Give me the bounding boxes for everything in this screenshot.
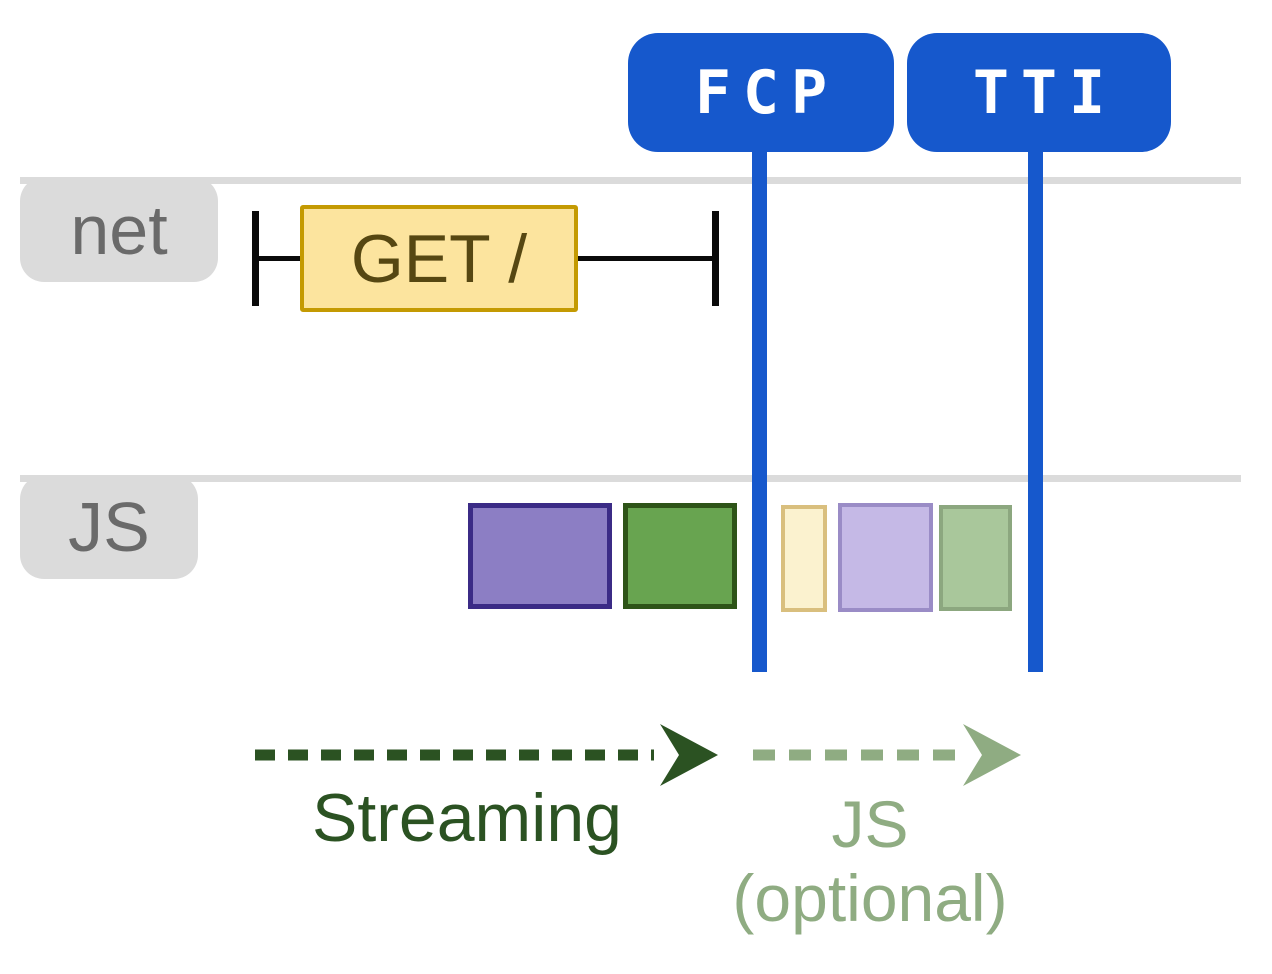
get-request-label: GET / (350, 220, 528, 297)
fcp-badge: FCP (628, 33, 894, 152)
tti-badge-label: TTI (972, 57, 1118, 128)
fcp-marker-line (752, 150, 767, 672)
get-request-box: GET / (300, 205, 578, 312)
request-start-tick (252, 211, 259, 306)
js-optional-label-line1: JS (831, 787, 909, 861)
js-task-block-faded-yellow (781, 505, 827, 612)
streaming-label: Streaming (262, 780, 672, 856)
js-track-label-text: JS (68, 488, 150, 566)
js-task-block-solid-green (623, 503, 737, 609)
js-track-line (20, 475, 1241, 482)
fcp-badge-label: FCP (694, 57, 840, 128)
streaming-label-text: Streaming (312, 780, 622, 856)
js-task-block-solid-purple (468, 503, 612, 609)
streaming-arrow-icon (255, 724, 718, 786)
js-task-block-faded-purple (838, 503, 933, 612)
net-track-label: net (20, 177, 218, 282)
net-track-line (20, 177, 1241, 184)
js-optional-label: JS (optional) (712, 787, 1028, 936)
js-task-block-faded-green (939, 505, 1012, 611)
js-optional-label-line2: (optional) (732, 860, 1008, 935)
streaming-arrowhead-icon (660, 724, 718, 786)
js-optional-arrowhead-icon (963, 724, 1021, 786)
js-optional-arrow-icon (753, 724, 1021, 786)
tti-marker-line (1028, 150, 1043, 672)
tti-badge: TTI (907, 33, 1171, 152)
net-track-label-text: net (70, 190, 168, 269)
request-end-tick (712, 211, 719, 306)
js-track-label: JS (20, 475, 198, 579)
